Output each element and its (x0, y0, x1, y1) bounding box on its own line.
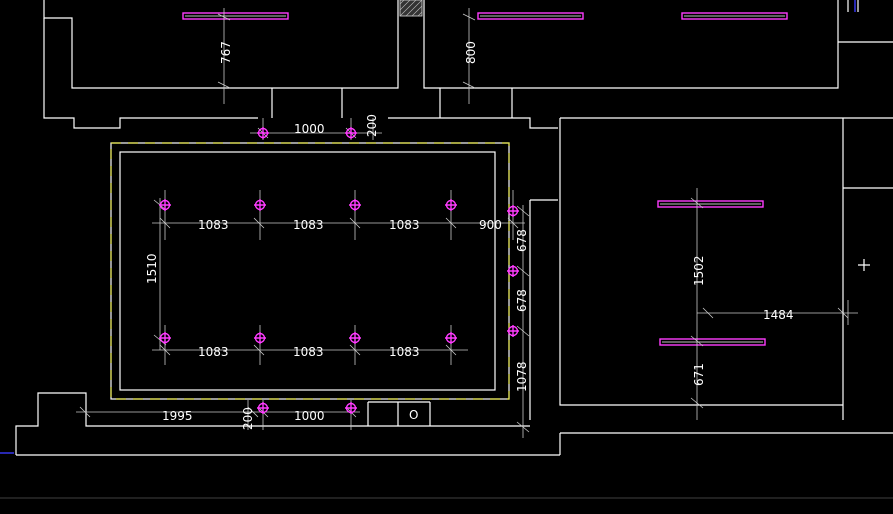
downlight-fixture[interactable] (254, 199, 266, 211)
ceiling-outline-dashed (110, 142, 510, 400)
linear-lamp[interactable] (681, 12, 788, 20)
bottom-box-glyph: O (409, 408, 418, 422)
column-block (399, 0, 423, 17)
wall-main-room-inner (119, 151, 496, 391)
wall-top-left-room (43, 0, 399, 89)
dim-label-800: 800 (464, 41, 478, 64)
dim-label-678-b: 678 (515, 289, 529, 312)
dim-label-row2-1083-a: 1083 (198, 345, 229, 359)
linear-lamp[interactable] (659, 338, 766, 346)
linear-lamps[interactable] (182, 12, 788, 346)
downlight-fixture[interactable] (507, 205, 519, 217)
dim-label-671: 671 (692, 363, 706, 386)
dim-label-bottom-1000: 1000 (294, 409, 325, 423)
wall-right-corridor (529, 199, 558, 420)
dim-label-row1-900: 900 (479, 218, 502, 232)
dim-label-row2-1083-b: 1083 (293, 345, 324, 359)
linear-lamp[interactable] (657, 200, 764, 208)
dim-label-1510: 1510 (145, 253, 159, 284)
dim-label-1502: 1502 (692, 255, 706, 286)
downlight-fixture[interactable] (349, 332, 361, 344)
dim-label-row1-1083-b: 1083 (293, 218, 324, 232)
dim-label-bottom-200: 200 (241, 407, 255, 430)
wall-right-bottom (559, 432, 893, 455)
dim-label-row1-1083-c: 1083 (389, 218, 420, 232)
linear-lamp[interactable] (477, 12, 584, 20)
dimension-labels: 767 800 1000 200 1083 1083 1083 900 1083… (145, 41, 794, 430)
downlight-fixture[interactable] (257, 127, 269, 139)
downlight-fixture[interactable] (349, 199, 361, 211)
dim-label-row1-1083-a: 1083 (198, 218, 229, 232)
wall-corridor-top-right (388, 117, 558, 129)
dimension-lines (76, 8, 858, 438)
wall-right-mark (858, 259, 870, 271)
downlight-fixture[interactable] (345, 402, 357, 414)
dim-label-row2-1083-c: 1083 (389, 345, 420, 359)
wall-top-mid-room (423, 0, 839, 89)
downlight-fixture[interactable] (507, 325, 519, 337)
wall-top-left-stub (271, 88, 343, 118)
wall-top-right-marks (847, 0, 859, 12)
wall-bottom-left (15, 392, 530, 455)
downlight-fixture[interactable] (254, 332, 266, 344)
downlight-fixture[interactable] (345, 127, 357, 139)
wall-bottom-boxes (367, 401, 431, 426)
wall-main-room-outer (110, 142, 510, 400)
round-fixtures[interactable] (159, 127, 519, 414)
dim-label-1078: 1078 (515, 361, 529, 392)
downlight-fixture[interactable] (445, 332, 457, 344)
dim-label-678-a: 678 (515, 229, 529, 252)
dim-label-top-1000: 1000 (294, 122, 325, 136)
wall-top-mid-stub (439, 88, 513, 118)
downlight-fixture[interactable] (445, 199, 457, 211)
wall-left-corridor-top (43, 18, 258, 129)
dim-label-1484: 1484 (763, 308, 794, 322)
walls (0, 0, 893, 499)
wall-right-room (559, 117, 893, 420)
downlight-fixture[interactable] (257, 402, 269, 414)
downlight-fixture[interactable] (159, 332, 171, 344)
dim-label-top-200: 200 (365, 114, 379, 137)
dim-label-1995: 1995 (162, 409, 193, 423)
downlight-fixture[interactable] (507, 265, 519, 277)
downlight-fixture[interactable] (159, 199, 171, 211)
dim-label-767: 767 (219, 41, 233, 64)
linear-lamp[interactable] (182, 12, 289, 20)
column-hatch (399, 0, 423, 17)
